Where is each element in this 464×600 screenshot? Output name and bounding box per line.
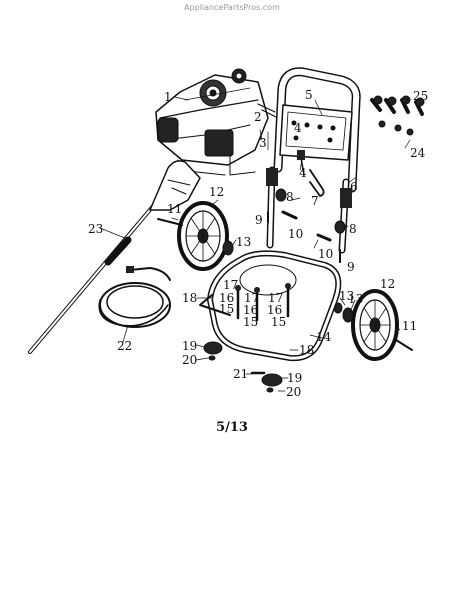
callout-13: 13 <box>348 292 363 306</box>
callout-11: 11 <box>167 202 182 216</box>
callout-24: 24 <box>410 146 426 160</box>
callout-18: 18 <box>182 291 197 305</box>
callout-15: 15 <box>271 315 286 329</box>
spray-nozzles <box>370 95 425 136</box>
handle-fasteners <box>267 188 346 263</box>
callout-15: 15 <box>219 302 234 316</box>
callout-17: 17 <box>244 291 259 305</box>
left-axle-bolt <box>157 218 183 226</box>
hose-hook <box>297 150 325 197</box>
callout-25: 25 <box>413 89 428 103</box>
callout-2: 2 <box>254 110 262 124</box>
callout-10: 10 <box>318 247 333 261</box>
callout-18: 18 <box>299 343 314 357</box>
callout-16: 16 <box>243 303 258 317</box>
base-frame <box>199 250 342 362</box>
rubber-foot-left <box>203 341 223 361</box>
callout-6: 6 <box>350 180 358 194</box>
callout-13: 13 <box>339 289 354 303</box>
callout-9: 9 <box>347 260 355 274</box>
left-spacer <box>222 240 234 256</box>
callout-21: 21 <box>233 367 248 381</box>
callout-11: 11 <box>402 319 417 333</box>
watermark: AppliancePartsPros.com <box>184 3 280 12</box>
callout-8: 8 <box>286 190 294 204</box>
callout-10: 10 <box>288 227 303 241</box>
right-spacer <box>342 307 354 323</box>
callout-17: 17 <box>268 291 283 305</box>
left-wheel <box>177 201 229 271</box>
callout-3: 3 <box>259 136 267 150</box>
callout-16: 16 <box>267 303 282 317</box>
callout-20: 20 <box>182 353 197 367</box>
callout-5: 5 <box>305 88 313 102</box>
callout-17: 17 <box>223 278 238 292</box>
handle-frame <box>266 67 361 254</box>
right-axle-bolt <box>395 339 413 351</box>
callout-23: 23 <box>88 222 103 236</box>
leader-lines <box>99 96 411 392</box>
callout-4: 4 <box>294 121 302 135</box>
right-wheel <box>351 289 399 361</box>
callout-12: 12 <box>380 277 395 291</box>
callout-14: 14 <box>316 330 332 344</box>
engine <box>155 68 269 176</box>
callout-19: 19 <box>287 371 302 385</box>
callout-7: 7 <box>311 194 319 208</box>
callout-12: 12 <box>209 185 224 199</box>
page-number: 5/13 <box>216 420 248 435</box>
callout-16: 16 <box>219 291 234 305</box>
callouts: 1 2 3 4 4 5 6 7 8 8 9 9 10 10 11 11 12 1… <box>88 88 428 399</box>
callout-15: 15 <box>243 315 258 329</box>
callout-8: 8 <box>349 222 357 236</box>
rubber-foot-right <box>250 371 283 393</box>
spray-wand <box>28 160 201 354</box>
callout-22: 22 <box>117 339 132 353</box>
callout-20: 20 <box>286 385 301 399</box>
callout-13: 13 <box>236 235 251 249</box>
callout-4: 4 <box>299 166 307 180</box>
callout-1: 1 <box>164 90 172 104</box>
frame-bolts <box>235 283 291 322</box>
high-pressure-hose <box>98 266 171 328</box>
callout-19: 19 <box>182 339 197 353</box>
part-2-bracket <box>257 103 279 119</box>
callout-9: 9 <box>255 213 263 227</box>
